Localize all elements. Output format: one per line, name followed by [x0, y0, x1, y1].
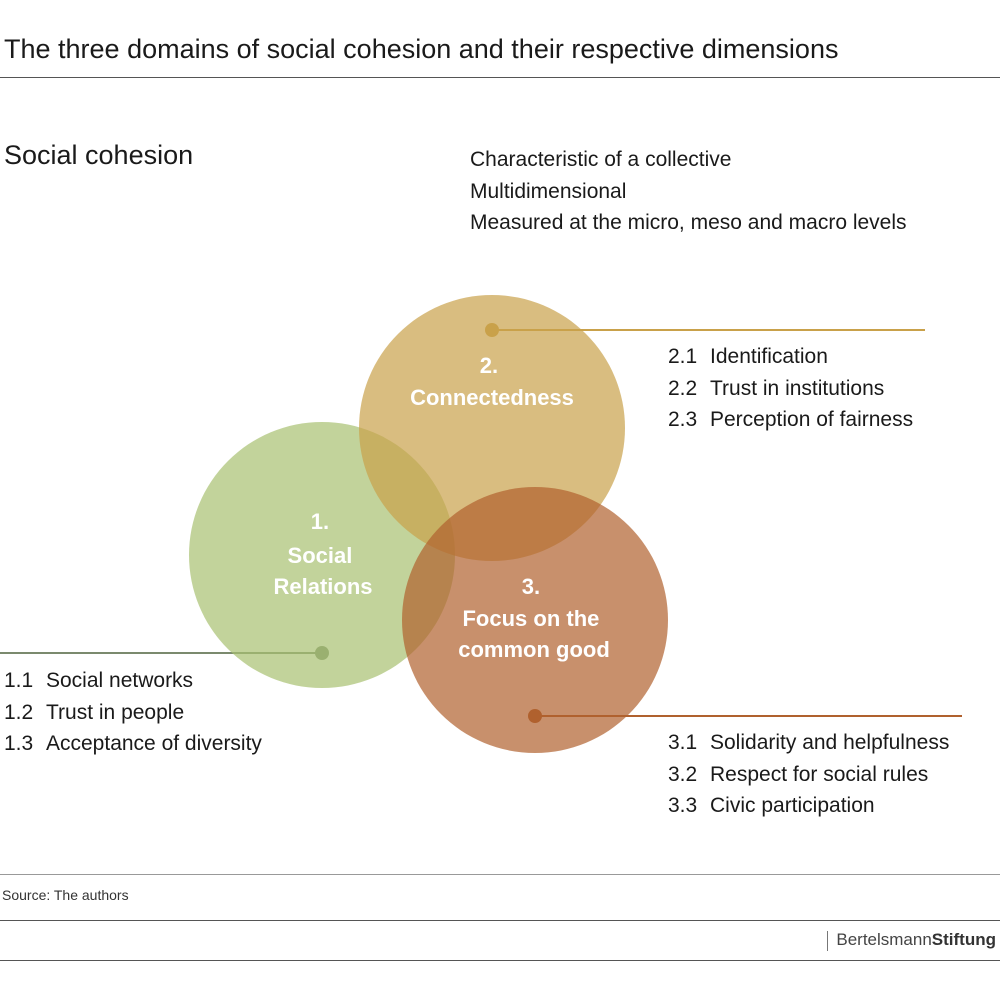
concept-name: Social cohesion [4, 140, 194, 170]
characteristic-item: Characteristic of a collective [470, 148, 732, 171]
characteristic-item: Measured at the micro, meso and macro le… [470, 211, 907, 234]
characteristic-item: Multidimensional [470, 179, 627, 203]
domain-2-label: 2. Connectedness [410, 353, 574, 410]
brand-logo: BertelsmannStiftung [827, 930, 996, 951]
circle-common-good [402, 487, 668, 753]
domain-1-label: 1. Social Relations [273, 509, 372, 599]
characteristics-list: Characteristic of a collective Multidime… [470, 144, 907, 239]
leader-dot-3 [528, 709, 542, 723]
source-divider [0, 874, 1000, 875]
brand-bar [827, 930, 829, 951]
title-divider [0, 77, 1000, 78]
page-title: The three domains of social cohesion and… [4, 34, 839, 64]
footer-divider-bottom [0, 960, 1000, 961]
domain-3-label: 3. Focus on the common good [458, 574, 610, 662]
leader-dot-2 [485, 323, 499, 337]
source-note: Source: The authors [2, 887, 129, 903]
footer-divider-top [0, 920, 1000, 921]
